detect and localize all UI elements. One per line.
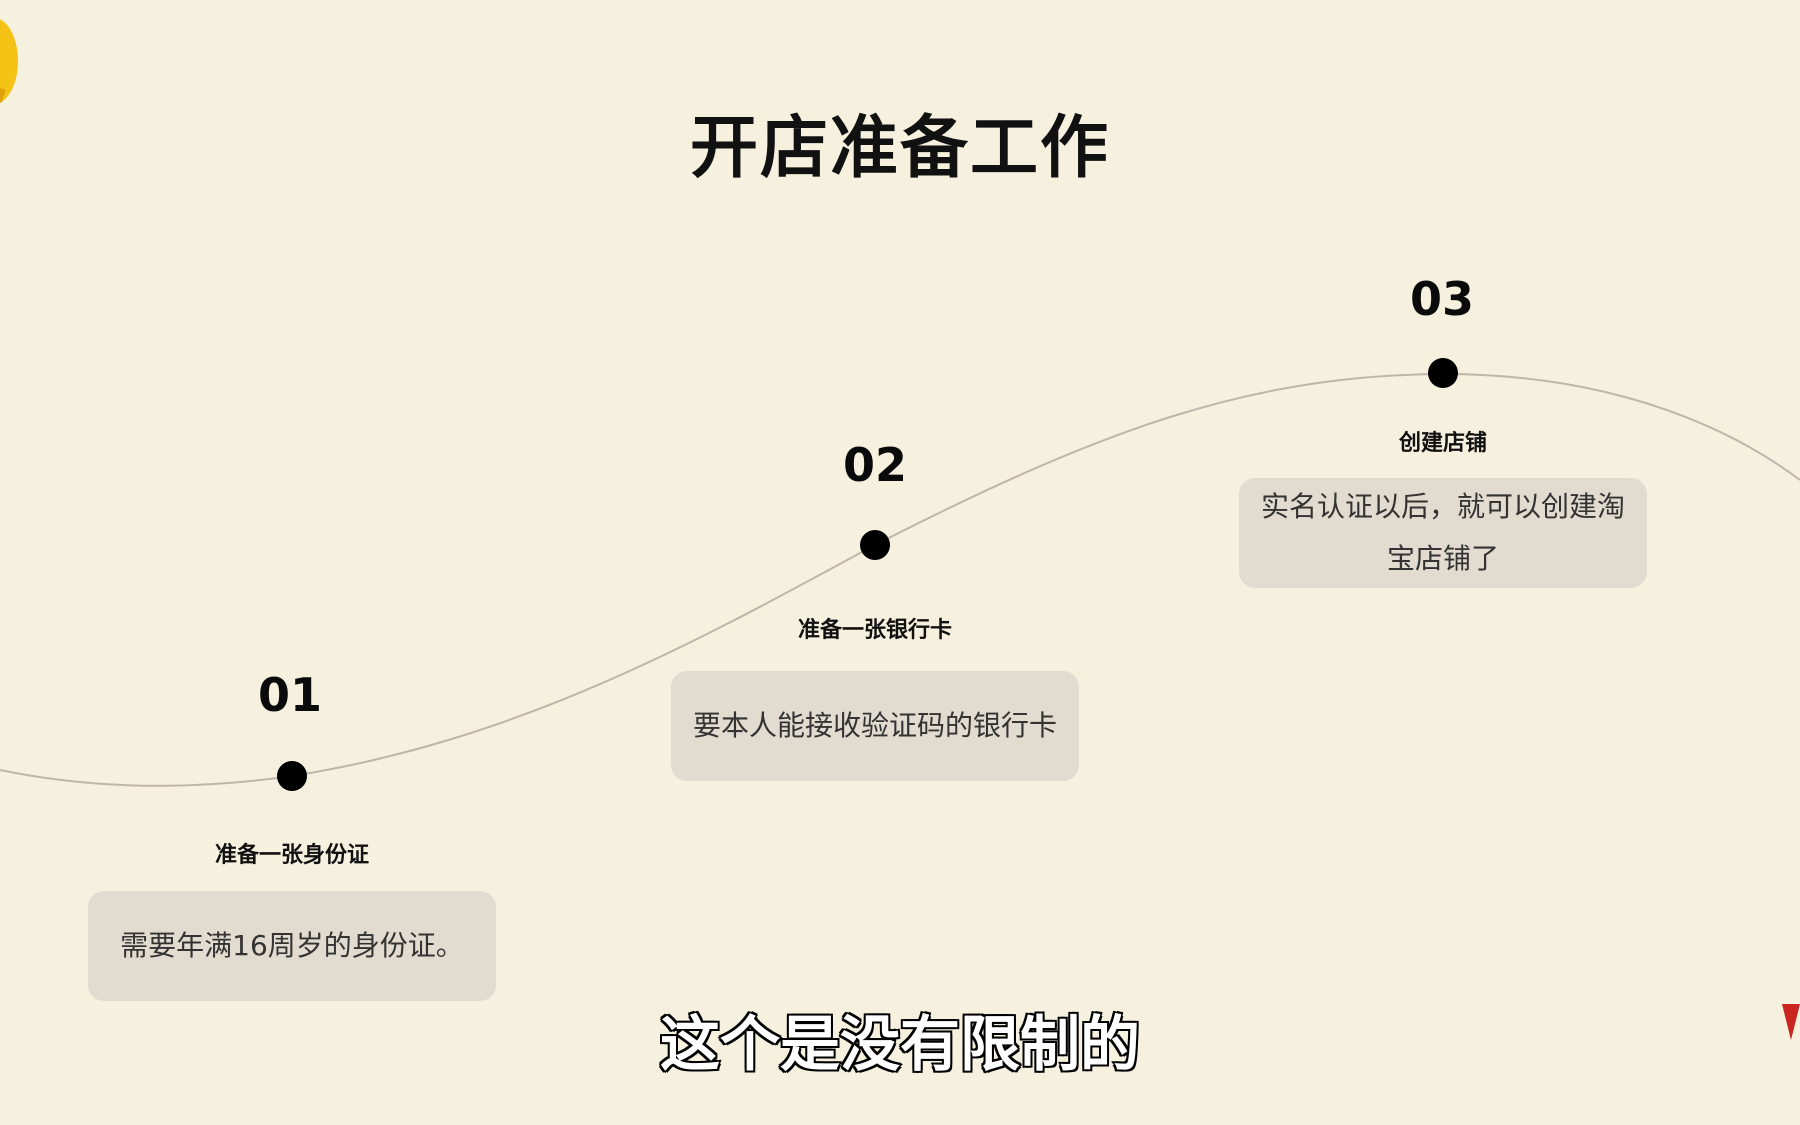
step-3-description: 实名认证以后，就可以创建淘宝店铺了 — [1260, 490, 1625, 575]
step-1-number: 01 — [257, 668, 322, 722]
video-subtitle: 这个是没有限制的 — [659, 1009, 1142, 1082]
decorative-balloon-icon — [0, 18, 18, 104]
step-2-number: 02 — [842, 438, 907, 492]
page-title: 开店准备工作 — [689, 109, 1110, 188]
step-3-dot — [1428, 358, 1458, 388]
step-3-label: 创建店铺 — [1398, 431, 1487, 456]
step-2-dot — [860, 530, 890, 560]
step-2-description: 要本人能接收验证码的银行卡 — [692, 709, 1057, 742]
step-3-card: 实名认证以后，就可以创建淘宝店铺了 — [1239, 478, 1647, 588]
step-2-card: 要本人能接收验证码的银行卡 — [671, 671, 1079, 781]
step-3-number: 03 — [1409, 272, 1474, 326]
step-1-card: 需要年满16周岁的身份证。 — [88, 891, 496, 1001]
step-1-dot — [277, 761, 307, 791]
step-1-description: 需要年满16周岁的身份证。 — [120, 929, 464, 962]
decorative-ribbon-icon — [1782, 1004, 1800, 1040]
step-2-label: 准备一张银行卡 — [797, 618, 952, 643]
step-1-label: 准备一张身份证 — [214, 843, 369, 868]
